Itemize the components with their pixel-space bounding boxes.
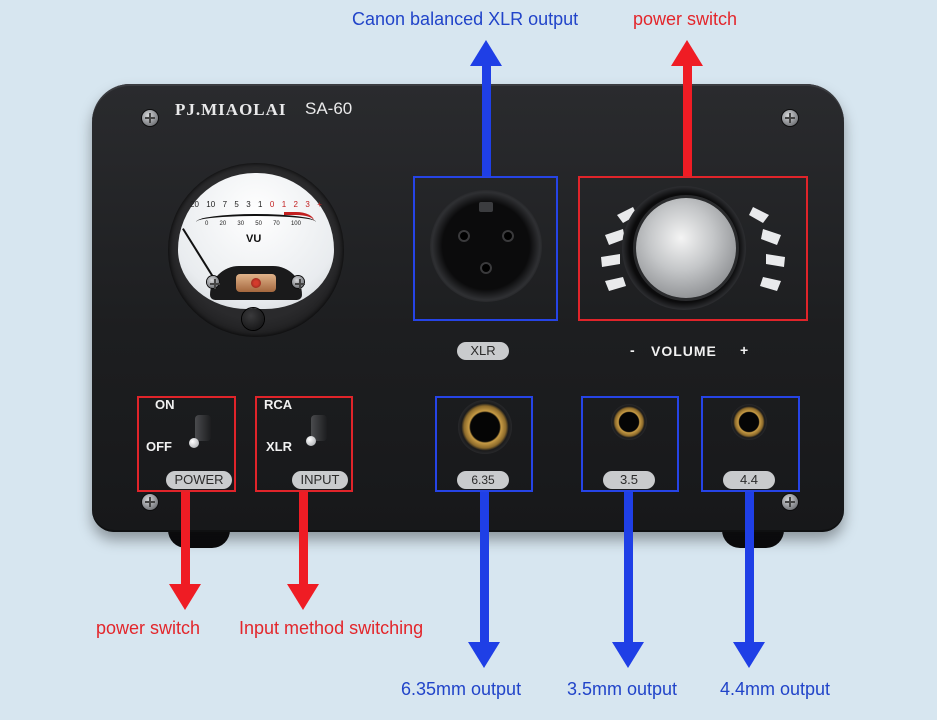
arrow-shaft-xlr [482, 64, 491, 176]
brand-logo: PJ.MIAOLAI [175, 100, 287, 119]
headphone-jack-4-4[interactable] [731, 404, 767, 440]
jack-3-5-highlight-box [581, 396, 679, 492]
jack-label-3-5: 3.5 [603, 471, 655, 489]
volume-highlight-box [578, 176, 808, 321]
input-rca-label: RCA [264, 397, 293, 412]
caption-xlr-output: Canon balanced XLR output [352, 9, 579, 29]
arrow-down-3-5 [612, 642, 644, 668]
screw-icon [782, 494, 798, 510]
headphone-jack-6-35[interactable] [458, 400, 512, 454]
jack-label-6-35: 6.35 [457, 471, 509, 489]
screw-icon [207, 276, 220, 288]
input-switch-highlight-box [255, 396, 353, 492]
arrow-up-power [671, 40, 703, 66]
xlr-latch [479, 202, 493, 212]
caption-6-35-output: 6.35mm output [401, 679, 522, 699]
power-on-label: ON [155, 397, 175, 412]
vu-calibration-knob[interactable] [242, 308, 264, 330]
screw-icon [782, 110, 798, 126]
input-label: INPUT [292, 471, 348, 489]
input-xlr-label: XLR [266, 439, 292, 454]
arrow-shaft-3-5 [624, 492, 633, 644]
jack-6-35-highlight-box [435, 396, 533, 492]
input-toggle-switch[interactable] [311, 415, 327, 441]
arrow-down-6-35 [468, 642, 500, 668]
xlr-pin [480, 262, 492, 274]
screw-icon [142, 110, 158, 126]
arrow-shaft-power-bottom [181, 492, 190, 586]
xlr-pin [458, 230, 470, 242]
screw-icon [142, 494, 158, 510]
volume-minus: - [630, 342, 636, 358]
xlr-pin [502, 230, 514, 242]
arrow-shaft-6-35 [480, 492, 489, 644]
vu-pivot [236, 274, 276, 292]
model-name: SA-60 [305, 99, 353, 118]
arrow-shaft-4-4 [745, 492, 754, 644]
screw-icon [292, 276, 305, 288]
power-toggle-switch[interactable] [195, 415, 211, 441]
volume-knob-cap[interactable] [636, 198, 736, 298]
caption-power-switch-bottom: power switch [96, 618, 201, 638]
jack-label-4-4: 4.4 [723, 471, 775, 489]
arrow-shaft-input [299, 492, 308, 586]
volume-label: VOLUME [651, 343, 717, 359]
jack-4-4-highlight-box [701, 396, 800, 492]
power-toggle-lever[interactable] [189, 438, 199, 448]
vu-scale-arc [196, 214, 316, 222]
vu-scale-red-zone [284, 212, 314, 221]
vu-label: VU [246, 233, 262, 245]
caption-4-4-output: 4.4mm output [720, 679, 831, 699]
vu-scale-bottom: 0 20 30 50 70 100 [205, 221, 301, 227]
xlr-highlight-box [413, 176, 558, 321]
caption-power-switch-top: power switch [633, 9, 738, 29]
input-toggle-lever[interactable] [306, 436, 316, 446]
power-label: POWER [166, 471, 232, 489]
volume-led-ring [601, 207, 785, 291]
headphone-jack-3-5[interactable] [611, 404, 647, 440]
xlr-label: XLR [457, 342, 509, 360]
arrow-shaft-power-top [683, 64, 692, 176]
power-off-label: OFF [146, 439, 172, 454]
vu-scale-top: 20 10 7 5 3 1 0 1 2 3 + [190, 200, 322, 209]
arrow-down-4-4 [733, 642, 765, 668]
volume-plus: + [740, 342, 750, 358]
arrow-down-input [287, 584, 319, 610]
power-switch-highlight-box [137, 396, 236, 492]
caption-input-switching: Input method switching [239, 618, 424, 638]
arrow-up-xlr [470, 40, 502, 66]
caption-3-5-output: 3.5mm output [567, 679, 678, 699]
arrow-down-power [169, 584, 201, 610]
